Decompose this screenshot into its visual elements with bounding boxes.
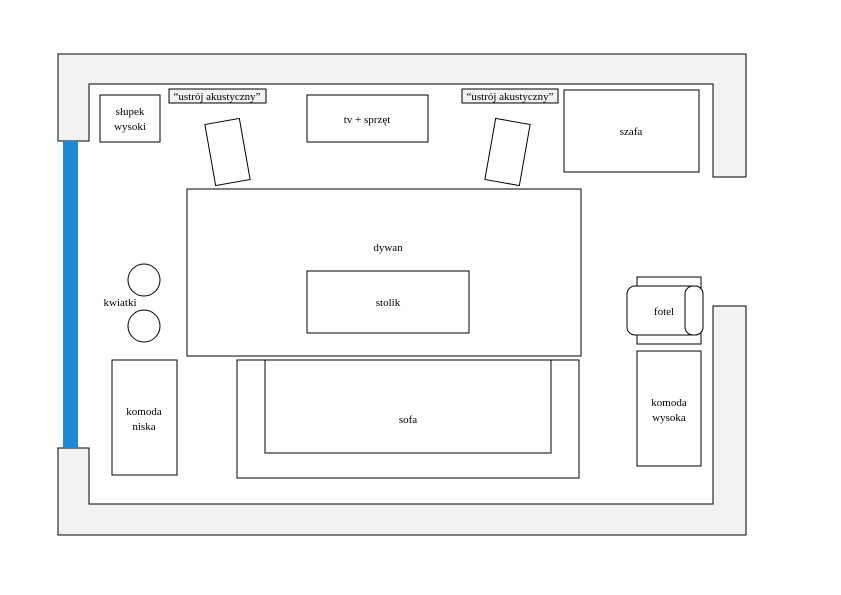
acoustic-right-box (461, 88, 559, 104)
kwiatki-label: kwiatki (104, 297, 137, 309)
speaker-right (484, 117, 531, 187)
komoda-wysoka-label-line1: komoda (651, 397, 687, 409)
acoustic-left-label: “ustrój akustyczny” (173, 91, 260, 103)
stolik (306, 270, 470, 334)
szafa (563, 89, 700, 173)
dywan-label: dywan (373, 242, 403, 254)
komoda-wysoka (636, 350, 702, 467)
stolik-label: stolik (376, 297, 401, 309)
sofa-label: sofa (399, 414, 417, 426)
acoustic-right-label: “ustrój akustyczny” (466, 91, 553, 103)
acoustic-left-box (168, 88, 267, 104)
komoda-niska (111, 359, 178, 476)
tv-label: tv + sprzęt (344, 114, 391, 126)
slupek-wysoki (99, 94, 161, 143)
sofa-inner (264, 359, 552, 454)
slupek-label-line1: słupek (116, 106, 145, 118)
komoda-niska-label-line2: niska (132, 421, 155, 433)
kwiatek-bottom (127, 309, 161, 343)
slupek-label-line2: wysoki (114, 121, 146, 133)
komoda-wysoka-label-line2: wysoka (652, 412, 686, 424)
wall-top (57, 53, 747, 178)
walls (57, 53, 747, 536)
fotel-label: fotel (654, 306, 674, 318)
szafa-label: szafa (620, 126, 643, 138)
kwiatek-top (127, 263, 161, 297)
window (63, 141, 78, 448)
komoda-niska-label-line1: komoda (126, 406, 162, 418)
wall-bottom (57, 305, 747, 536)
speaker-left (204, 117, 251, 187)
tv-unit (306, 94, 429, 143)
fotel-arm (684, 285, 704, 336)
